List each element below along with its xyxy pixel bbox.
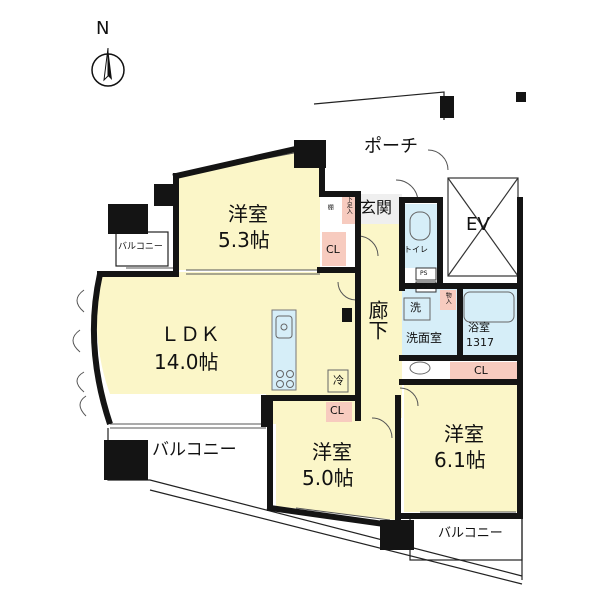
hallway-floor: [358, 222, 402, 418]
western-room-2-name: 洋室: [312, 440, 352, 464]
ps-box-1: [415, 267, 437, 281]
room-fills: [96, 150, 520, 520]
bay-window-wall: [90, 273, 113, 425]
pipe-space-label-2: PS: [420, 283, 428, 290]
shoe-box: [342, 194, 356, 224]
storage-label: 物入: [444, 292, 452, 304]
western-room-3-name: 洋室: [444, 422, 484, 446]
toilet-label: トイレ: [404, 245, 428, 254]
storage-box: [440, 290, 456, 310]
bath-size: 1317: [466, 336, 494, 349]
western-room-3-floor: [404, 384, 520, 512]
closet-label-3: CL: [474, 364, 488, 377]
western-room-1-name: 洋室: [228, 202, 268, 226]
compass: [91, 47, 125, 87]
ldk-size: 14.0帖: [154, 350, 219, 374]
western-room-2-size: 5.0帖: [302, 466, 354, 490]
ldk-floor: [96, 272, 359, 424]
elevator-shaft: [447, 177, 519, 277]
shelf-label: 棚: [326, 204, 334, 210]
western-room-2-floor: [276, 402, 396, 520]
fixtures: [275, 211, 515, 393]
ldk-name: ＬＤＫ: [160, 322, 220, 346]
door-swings: [72, 149, 449, 439]
toilet-floor: [402, 204, 438, 268]
hallway-label: 廊下: [365, 300, 389, 340]
shoe-box-label: 下足入: [345, 196, 353, 214]
refrigerator-label: 冷: [333, 374, 344, 387]
closet-w2: [326, 402, 352, 422]
compass-arrow-icon: [108, 48, 112, 80]
wall-blocks: [104, 92, 526, 550]
bath-label: 浴室: [468, 321, 490, 334]
balcony-right-label: バルコニー: [438, 526, 503, 541]
entrance-floor: [356, 194, 402, 224]
elevator-label: EV: [466, 214, 490, 235]
entrance-label: 玄関: [360, 198, 393, 217]
western-room-3-size: 6.1帖: [434, 448, 486, 472]
closet-w3: [450, 362, 520, 382]
western-room-1-floor: [176, 150, 320, 270]
pipe-space-label-1: PS: [420, 270, 428, 277]
compass-north-label: N: [96, 18, 110, 39]
washer-label: 洗: [410, 301, 421, 314]
balcony-left-label: バルコニー: [118, 242, 163, 252]
closet-label-2: CL: [330, 404, 344, 417]
balcony-main-label: バルコニー: [152, 440, 237, 460]
western-room-1-size: 5.3帖: [218, 228, 270, 252]
closet-w1: [322, 232, 346, 266]
porch-label: ポーチ: [364, 136, 418, 157]
closet-label-1: CL: [326, 243, 340, 256]
washroom-label: 洗面室: [406, 331, 443, 345]
